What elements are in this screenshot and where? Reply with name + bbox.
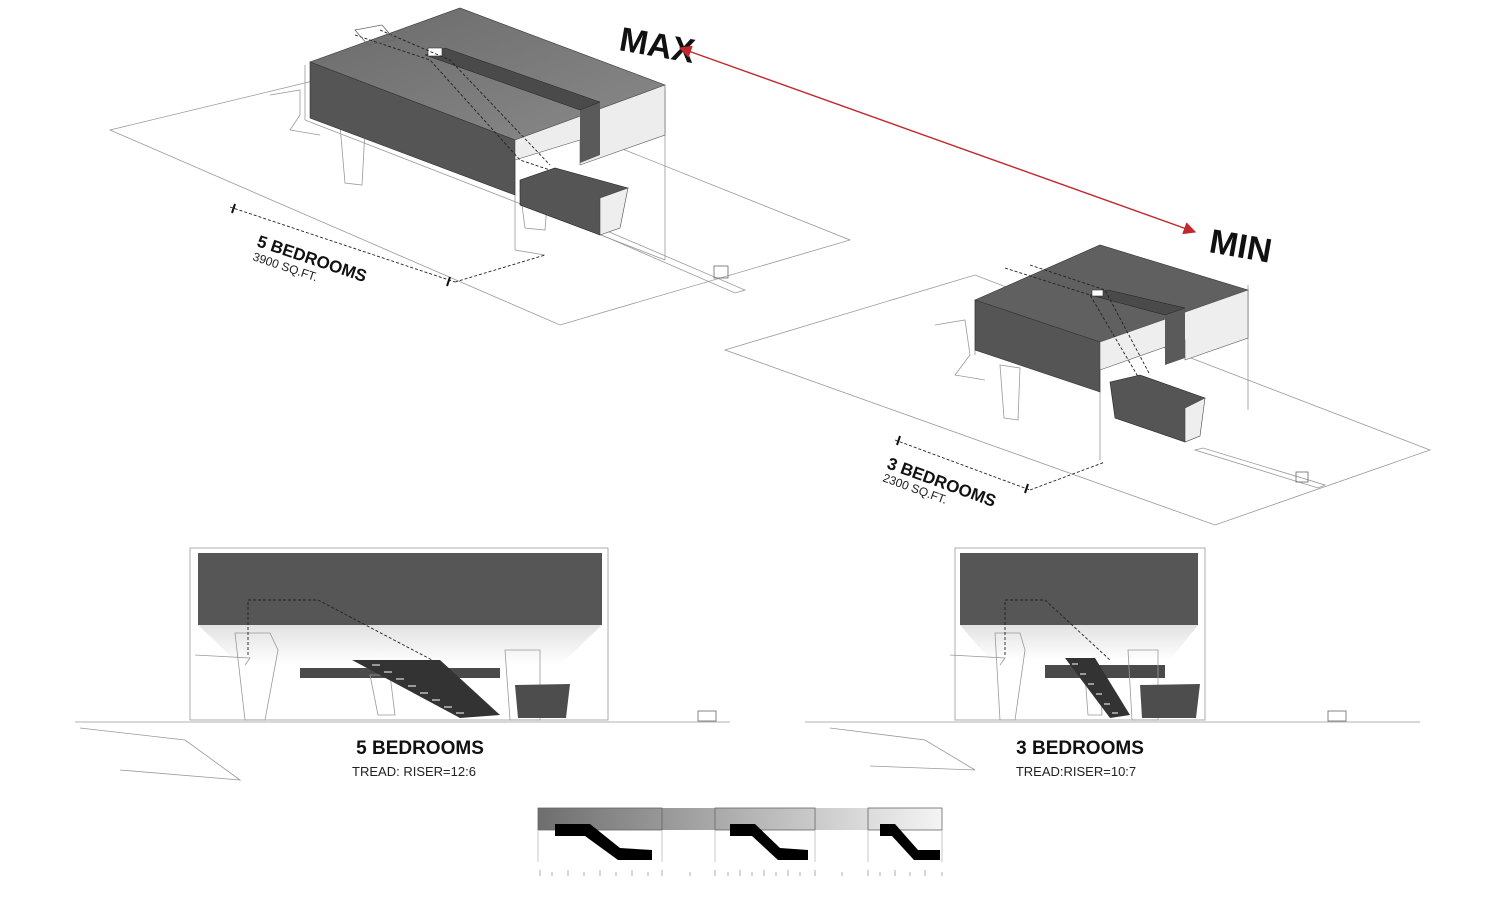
max-label: MAX [617,20,698,71]
section-3-title: 3 BEDROOMS [1016,738,1144,759]
stair-profile-2 [730,824,808,860]
section-3-bedrooms: 3 BEDROOMS TREAD:RISER=10:7 [805,547,1420,779]
section-5-ratio: TREAD: RISER=12:6 [352,764,476,779]
section-5-bedrooms: 5 BEDROOMS TREAD: RISER=12:6 [75,547,730,781]
min-front-face [974,299,1101,393]
stair-profile-strip [537,807,943,876]
stair-profile-3 [880,824,940,860]
max-min-range: MAX MIN [617,20,1275,270]
max-front-face [309,61,516,196]
section-3-stair [1065,658,1130,718]
stair-profile-1 [555,824,652,860]
axon-min: 3 BEDROOMS 2300 SQ.FT. [723,244,1432,526]
axon-max: 5 BEDROOMS 3900 SQ.FT. [108,7,852,326]
section-3-ratio: TREAD:RISER=10:7 [1016,764,1136,779]
range-arrow [678,45,1197,235]
section-5-title: 5 BEDROOMS [356,738,484,759]
section-5-stair [352,660,500,718]
min-label: MIN [1207,222,1275,270]
